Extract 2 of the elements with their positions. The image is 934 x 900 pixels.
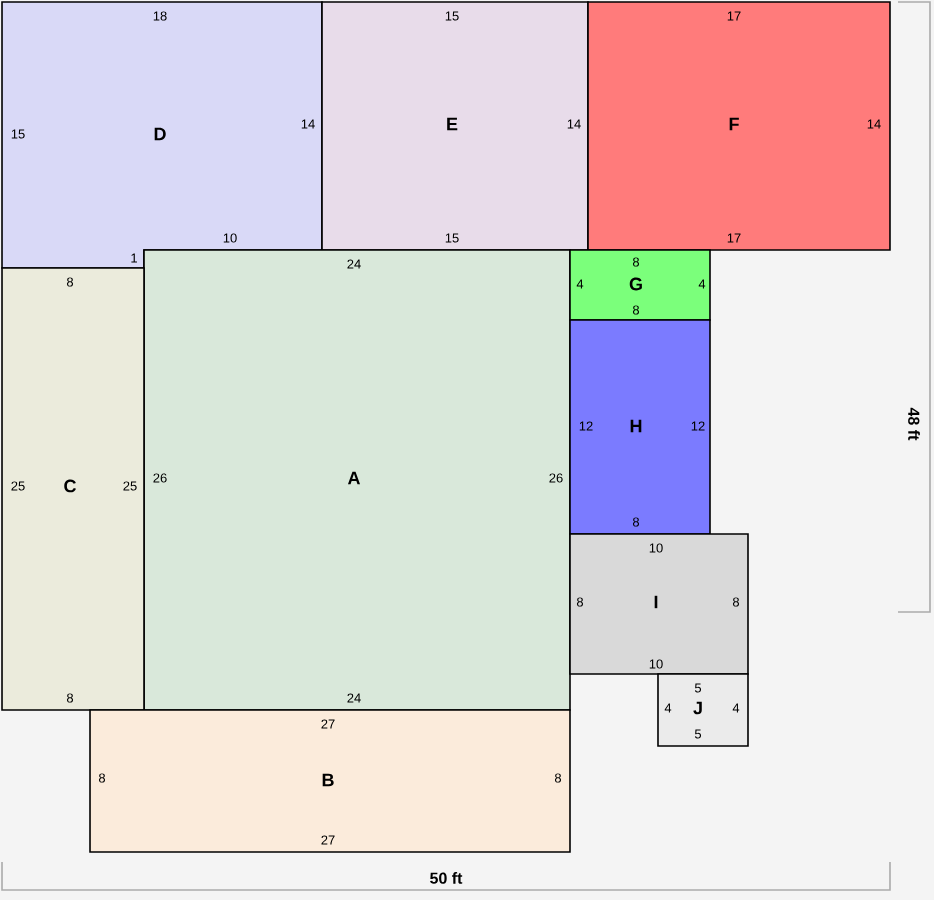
dimension-label: 48 ft <box>908 407 920 441</box>
dimension-label: 50 ft <box>430 872 463 884</box>
